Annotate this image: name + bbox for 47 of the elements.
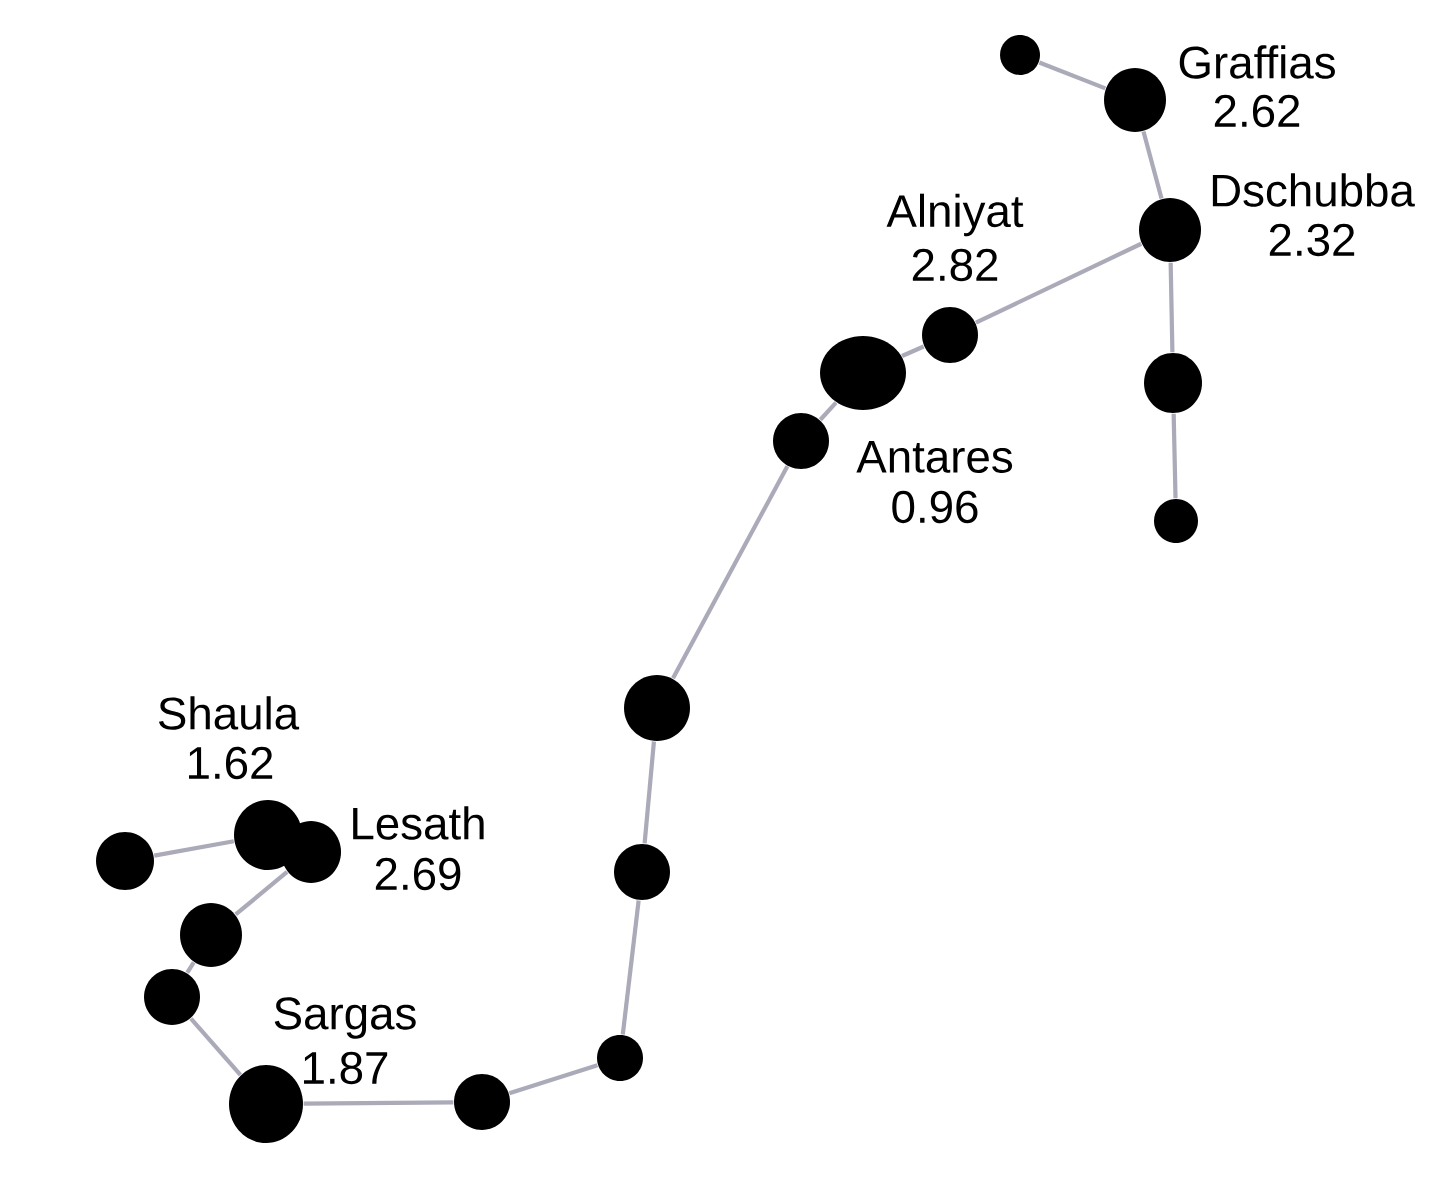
connector-line bbox=[620, 900, 641, 1035]
star-dot bbox=[180, 903, 242, 967]
star-label: Dschubba bbox=[1212, 173, 1415, 207]
star-dot bbox=[229, 1065, 303, 1143]
connector-line bbox=[975, 241, 1143, 325]
connector-line bbox=[234, 870, 289, 917]
star-label: 1.62 bbox=[189, 746, 273, 780]
connector-line bbox=[901, 344, 925, 358]
star-dot bbox=[1144, 353, 1202, 413]
star-dot bbox=[597, 1035, 643, 1081]
star-dot bbox=[1154, 499, 1198, 543]
connector-line bbox=[508, 1063, 599, 1096]
star-dot bbox=[773, 413, 829, 469]
star-dot bbox=[614, 844, 670, 900]
star-dot bbox=[820, 336, 906, 410]
star-dot bbox=[1139, 198, 1201, 262]
connector-line bbox=[1141, 130, 1164, 200]
star-label: Antares bbox=[856, 441, 1013, 473]
star-label: Graffias bbox=[1179, 45, 1335, 79]
star-dot bbox=[1104, 68, 1166, 132]
connector-line bbox=[642, 741, 657, 844]
connector-line bbox=[1171, 413, 1178, 499]
star-label: 2.32 bbox=[1269, 223, 1355, 257]
star-label: 2.62 bbox=[1214, 94, 1300, 128]
star-label: Alniyat bbox=[886, 193, 1024, 237]
star-label: Shaula bbox=[158, 696, 300, 730]
connector-line bbox=[303, 1100, 454, 1106]
star-dot bbox=[1000, 35, 1040, 75]
star-label: 2.82 bbox=[912, 248, 998, 282]
star-label: 0.96 bbox=[892, 490, 978, 524]
star-dot bbox=[624, 675, 690, 741]
star-dot bbox=[96, 832, 154, 890]
star-label: Sargas bbox=[274, 997, 416, 1039]
connector-line bbox=[153, 839, 235, 858]
star-dot bbox=[144, 969, 200, 1025]
connector-line bbox=[185, 961, 196, 974]
connector-line bbox=[1038, 60, 1107, 91]
star-dot bbox=[234, 800, 302, 870]
connector-line bbox=[1168, 262, 1175, 353]
star-dot bbox=[454, 1074, 510, 1130]
connector-line bbox=[189, 1017, 242, 1077]
star-label: Lesath bbox=[353, 806, 484, 840]
star-label: 1.87 bbox=[304, 1051, 388, 1085]
star-label: 2.69 bbox=[375, 857, 461, 891]
connector-line bbox=[818, 401, 838, 422]
connector-line bbox=[671, 465, 790, 680]
star-dot bbox=[922, 307, 978, 363]
